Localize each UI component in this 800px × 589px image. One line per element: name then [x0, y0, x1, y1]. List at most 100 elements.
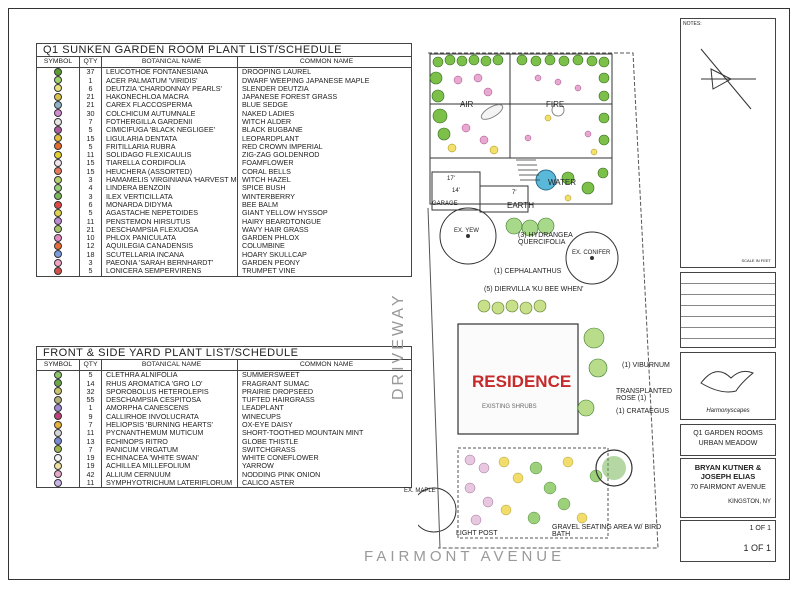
plant-symbol	[37, 395, 80, 405]
plant-common-name: LEADPLANT	[242, 404, 284, 413]
plant-symbol	[37, 379, 80, 388]
plant-symbol	[37, 233, 80, 243]
plant-symbol-icon	[54, 134, 62, 143]
plant-botanical-name: ACER PALMATUM 'VIRIDIS'	[102, 76, 238, 85]
plant-symbol-icon	[54, 84, 62, 93]
hedge-shrubs	[429, 54, 610, 195]
plant-common-name: SLENDER DEUTZIA	[242, 84, 309, 93]
plant-symbol-icon	[54, 428, 62, 437]
plant-common-name: WINTERBERRY	[242, 192, 295, 201]
plant-common-name: WITCH HAZEL	[242, 176, 291, 185]
plant-symbol	[37, 208, 80, 218]
plant-symbol	[37, 117, 80, 127]
plant-qty: 6	[80, 84, 102, 94]
tree-center	[466, 234, 470, 238]
plant-common-name: BEE BALM	[242, 200, 278, 209]
plant-symbol	[37, 167, 80, 177]
header-common: COMMON NAME	[299, 58, 354, 66]
plant-symbol	[37, 266, 80, 276]
hydrangea-label: (3) HYDRANGEA QUERCIFOLIA	[518, 232, 573, 246]
plant-common-name: OX-EYE DAISY	[242, 420, 293, 429]
plant-symbol-icon	[54, 379, 62, 388]
plant-common-name: TRUMPET VINE	[242, 267, 296, 276]
plant-common-name: JAPANESE FOREST GRASS	[242, 93, 338, 102]
plant-common-name: NAKED LADIES	[242, 109, 295, 118]
plant-botanical-name: LINDERA BENZOIN	[102, 184, 238, 193]
plant-botanical-name: LIGULARIA DENTATA	[102, 134, 238, 143]
plant-qty: 1	[80, 404, 102, 413]
plant-common-name: BLUE SEDGE	[242, 101, 288, 110]
room-label-air: AIR	[460, 100, 474, 109]
plant-botanical-name: PHLOX PANICULATA	[102, 234, 238, 243]
plant-symbol	[37, 445, 80, 455]
plant-botanical-name: SPOROBOLUS HETEROLEPIS	[102, 387, 238, 397]
plant-symbol	[37, 109, 80, 118]
plant-symbol	[37, 437, 80, 446]
viburnum-label: (1) VIBURNUM	[622, 362, 670, 369]
project-line1: Q1 GARDEN ROOMS	[693, 430, 763, 437]
plant-common-name: SPICE BUSH	[242, 184, 286, 193]
plant-common-name: SWITCHGRASS	[242, 445, 296, 454]
sheet-number-large: 1 OF 1	[743, 543, 771, 553]
plant-symbol	[37, 242, 80, 251]
plant-qty: 7	[80, 117, 102, 127]
driveway-label: DRIVEWAY	[390, 292, 407, 400]
crataegus-label: (1) CRATAEGUS	[616, 408, 670, 415]
front-plant-schedule: FRONT & SIDE YARD PLANT LIST/SCHEDULE SY…	[36, 346, 412, 489]
plant-symbol	[37, 250, 80, 260]
ex-maple-tree	[418, 487, 457, 533]
plant-qty: 19	[80, 453, 102, 463]
plant-common-name: COLUMBINE	[242, 242, 285, 251]
plant-common-name: TUFTED HAIRGRASS	[242, 396, 315, 405]
plant-qty: 4	[80, 184, 102, 193]
plant-qty: 15	[80, 134, 102, 143]
plant-symbol-icon	[54, 233, 62, 242]
header-common: COMMON NAME	[299, 361, 354, 369]
plant-common-name: PRAIRIE DROPSEED	[242, 387, 314, 396]
plant-qty: 15	[80, 159, 102, 168]
plant-symbol	[37, 258, 80, 268]
plant-botanical-name: PANICUM VIRGATUM	[102, 445, 238, 455]
plant-botanical-name: LONICERA SEMPERVIRENS	[102, 267, 238, 276]
room-label-earth: EARTH	[507, 201, 534, 210]
plant-common-name: RED CROWN IMPERIAL	[242, 142, 323, 151]
plant-common-name: WINECUPS	[242, 412, 281, 421]
plant-common-name: FRAGRANT SUMAC	[242, 379, 310, 388]
plant-common-name: GARDEN PHLOX	[242, 234, 300, 243]
sheet-info-block: 1 OF 1 1 OF 1	[680, 520, 776, 562]
plant-qty: 5	[80, 142, 102, 152]
plant-botanical-name: RHUS AROMATICA 'GRO LO'	[102, 379, 238, 388]
hydrangea-shrubs	[505, 217, 555, 237]
plant-common-name: SUMMERSWEET	[242, 371, 300, 380]
tree-center	[590, 256, 594, 260]
plant-qty: 12	[80, 242, 102, 251]
plant-symbol-icon	[54, 159, 62, 168]
plant-qty: 18	[80, 250, 102, 260]
q1-table-header: SYMBOL QTY BOTANICAL NAME COMMON NAME	[37, 57, 411, 69]
plant-botanical-name: CLETHRA ALNIFOLIA	[102, 371, 238, 380]
plant-symbol-icon	[54, 117, 62, 126]
plant-common-name: GLOBE THISTLE	[242, 437, 299, 446]
plant-symbol-icon	[54, 100, 62, 109]
plant-botanical-name: AMORPHA CANESCENS	[102, 404, 238, 413]
scale-label: SCALE IN FEET	[741, 258, 771, 263]
plant-symbol-icon	[54, 387, 62, 396]
ex-yew-tree	[439, 207, 497, 265]
dimension-7: 7'	[512, 190, 517, 196]
plant-common-name: FOAMFLOWER	[242, 159, 294, 168]
plant-symbol-icon	[54, 150, 62, 159]
header-qty: QTY	[80, 360, 102, 371]
